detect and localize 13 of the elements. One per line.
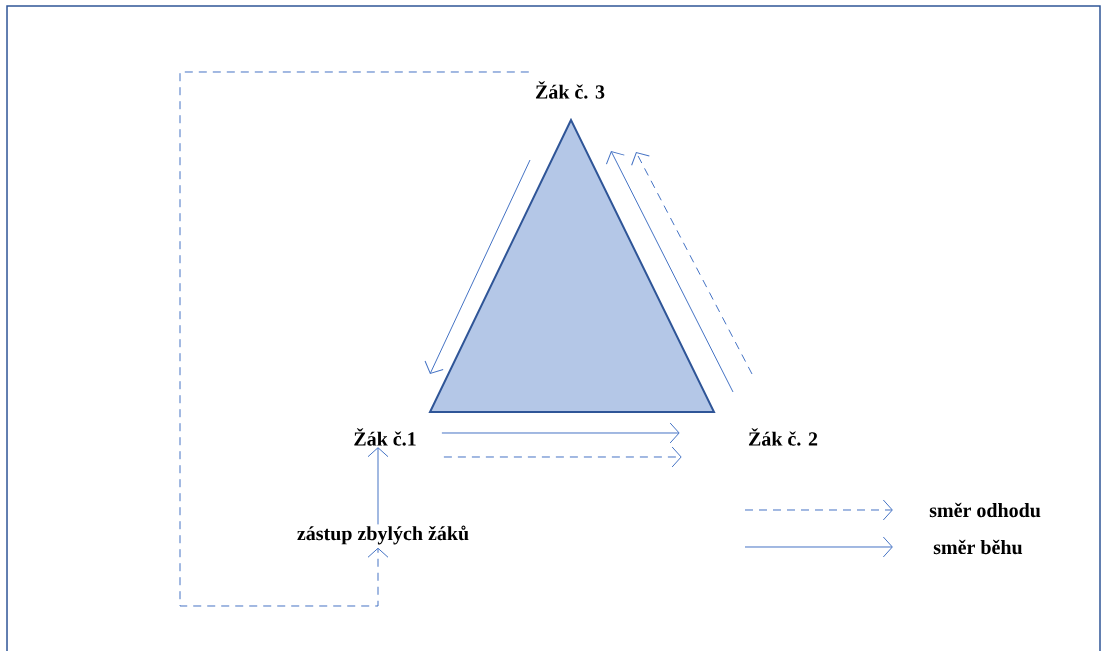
student-label: Žák č. 2 xyxy=(748,428,818,446)
student-label: Žák č.1 xyxy=(354,428,416,446)
arrow xyxy=(443,446,682,468)
student-label: Žák č. 3 xyxy=(535,81,605,99)
arrow xyxy=(605,151,734,393)
arrow xyxy=(367,447,389,525)
arrow xyxy=(424,159,531,374)
legend-text: směr odhodu xyxy=(929,502,1041,518)
arrow xyxy=(441,422,680,444)
arrow xyxy=(179,71,530,607)
arrow xyxy=(631,152,753,375)
group-label: zástup zbylých žáků xyxy=(297,525,469,545)
legend-text: směr běhu xyxy=(933,539,1023,555)
